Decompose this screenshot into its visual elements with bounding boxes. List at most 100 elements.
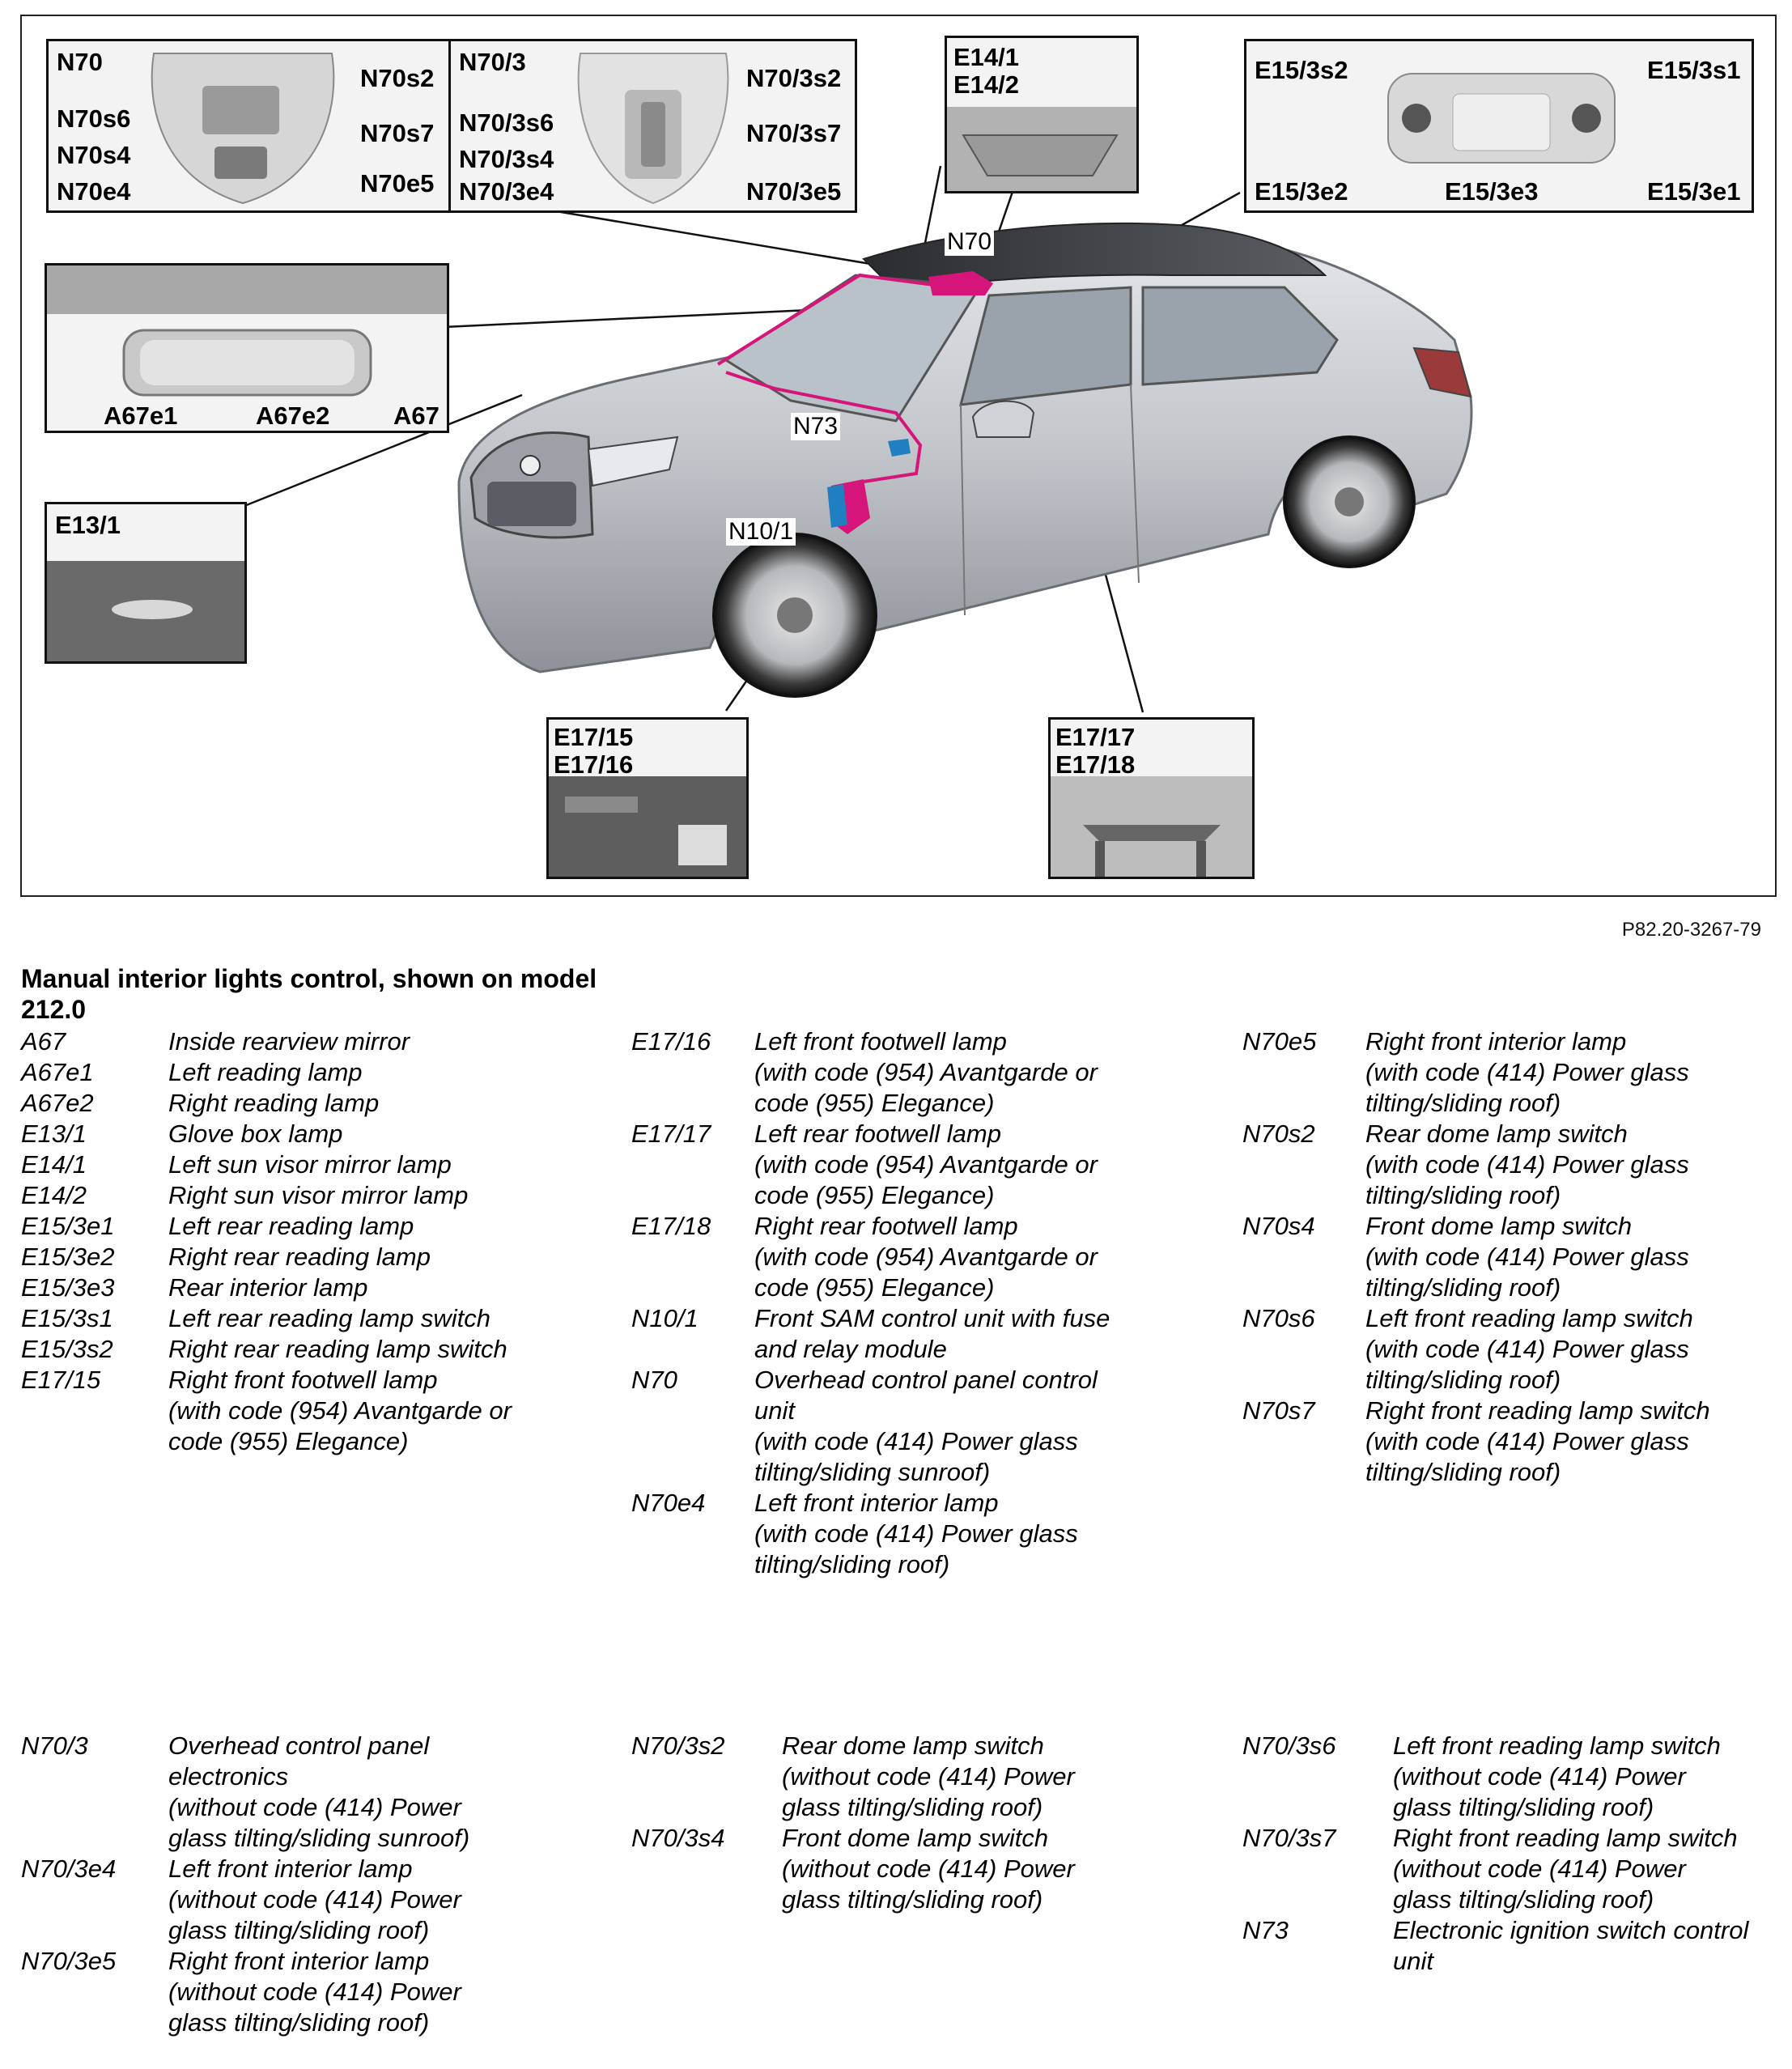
legend-description: Right sun visor mirror lamp bbox=[168, 1180, 468, 1211]
label-n70s6: N70s6 bbox=[57, 106, 130, 131]
legend-description: Overhead control panel control unit (wit… bbox=[754, 1365, 1098, 1488]
legend-description: Left front reading lamp switch (with cod… bbox=[1365, 1303, 1693, 1396]
legend-description: Overhead control panel electronics (with… bbox=[168, 1731, 469, 1854]
legend-code: N70s4 bbox=[1242, 1211, 1365, 1303]
legend-code: A67 bbox=[21, 1026, 168, 1057]
legend-list: A67Inside rearview mirrorA67e1Left readi… bbox=[21, 1026, 588, 1457]
label-e15-3s2: E15/3s2 bbox=[1255, 57, 1348, 83]
legend-code: N70/3 bbox=[21, 1731, 168, 1854]
legend-code: N70/3s6 bbox=[1242, 1731, 1393, 1823]
legend-code: E14/2 bbox=[21, 1180, 168, 1211]
legend-entry: E17/17Left rear footwell lamp (with code… bbox=[631, 1119, 1198, 1211]
label-n70-3s7: N70/3s7 bbox=[746, 121, 841, 146]
legend-description: Rear dome lamp switch (with code (414) P… bbox=[1365, 1119, 1689, 1211]
label-n70s7: N70s7 bbox=[360, 121, 434, 146]
legend-code: N70e4 bbox=[631, 1488, 754, 1580]
legend-list: N70/3s6Left front reading lamp switch (w… bbox=[1242, 1731, 1785, 1977]
legend-entry: A67e2Right reading lamp bbox=[21, 1088, 588, 1119]
callout-n10-1: N10/1 bbox=[726, 518, 796, 546]
label-n70-3s2: N70/3s2 bbox=[746, 66, 841, 91]
legend-description: Right rear footwell lamp (with code (954… bbox=[754, 1211, 1098, 1303]
callout-n73: N73 bbox=[791, 413, 840, 440]
legend-entry: E14/2Right sun visor mirror lamp bbox=[21, 1180, 588, 1211]
legend-description: Right rear reading lamp bbox=[168, 1242, 431, 1272]
legend-code: N70/3s4 bbox=[631, 1823, 782, 1915]
label-n70s2: N70s2 bbox=[360, 66, 434, 91]
label-n70-3s6: N70/3s6 bbox=[459, 110, 554, 135]
legend-code: N70/3s7 bbox=[1242, 1823, 1393, 1915]
legend-description: Left rear reading lamp bbox=[168, 1211, 414, 1242]
legend-code: N70/3e4 bbox=[21, 1854, 168, 1946]
legend-description: Glove box lamp bbox=[168, 1119, 342, 1149]
label-e13-1: E13/1 bbox=[55, 512, 121, 537]
legend-description: Electronic ignition switch control unit bbox=[1393, 1915, 1748, 1977]
label-n70-3: N70/3 bbox=[459, 49, 526, 74]
inset-glove-box: E13/1 bbox=[45, 502, 247, 664]
legend-entry: E14/1Left sun visor mirror lamp bbox=[21, 1149, 588, 1180]
legend-list: N70/3s2Rear dome lamp switch (without co… bbox=[631, 1731, 1214, 1915]
inset-overhead-n70-3: N70/3 N70/3s2 N70/3s6 N70/3s7 N70/3s4 N7… bbox=[448, 39, 857, 213]
legend-description: Left rear footwell lamp (with code (954)… bbox=[754, 1119, 1098, 1211]
label-a67: A67 bbox=[393, 403, 440, 428]
legend-code: N70e5 bbox=[1242, 1026, 1365, 1119]
legend-code: N70s6 bbox=[1242, 1303, 1365, 1396]
legend-description: Left sun visor mirror lamp bbox=[168, 1149, 452, 1180]
legend-description: Front SAM control unit with fuse and rel… bbox=[754, 1303, 1110, 1365]
legend-entry: E17/16Left front footwell lamp (with cod… bbox=[631, 1026, 1198, 1119]
legend-description: Right front interior lamp (without code … bbox=[168, 1946, 461, 2038]
inset-overhead-n70: N70 N70s2 N70s6 N70s7 N70s4 N70e4 N70e5 bbox=[46, 39, 451, 213]
inset-front-footwell: E17/15 E17/16 bbox=[546, 717, 749, 879]
inset-rear-footwell: E17/17 E17/18 bbox=[1048, 717, 1255, 879]
legend-code: N70s2 bbox=[1242, 1119, 1365, 1211]
label-e15-3s1: E15/3s1 bbox=[1647, 57, 1741, 83]
legend-code: N70/3e5 bbox=[21, 1946, 168, 2038]
legend-description: Left front interior lamp (with code (414… bbox=[754, 1488, 1078, 1580]
label-e14-1: E14/1 bbox=[953, 45, 1019, 70]
legend-description: Left front footwell lamp (with code (954… bbox=[754, 1026, 1098, 1119]
legend-description: Right front reading lamp switch (with co… bbox=[1365, 1396, 1710, 1488]
label-n70-3e4: N70/3e4 bbox=[459, 179, 554, 204]
legend-entry: N70/3s7Right front reading lamp switch (… bbox=[1242, 1823, 1785, 1915]
label-n70s4: N70s4 bbox=[57, 142, 130, 168]
legend-column-2: E17/16Left front footwell lamp (with cod… bbox=[631, 1026, 1198, 1580]
inset-rear-reading-lamp: E15/3s2 E15/3s1 E15/3e2 E15/3e3 E15/3e1 bbox=[1244, 39, 1754, 213]
figure-reference: P82.20-3267-79 bbox=[1622, 919, 1761, 941]
legend-code: E17/18 bbox=[631, 1211, 754, 1303]
legend-code: E15/3e3 bbox=[21, 1272, 168, 1303]
label-n70e4: N70e4 bbox=[57, 179, 130, 204]
legend-column-4: N70/3Overhead control panel electronics … bbox=[21, 1731, 588, 2038]
legend-code: E17/15 bbox=[21, 1365, 168, 1457]
legend-description: Left front reading lamp switch (without … bbox=[1393, 1731, 1721, 1823]
callout-n70: N70 bbox=[945, 228, 994, 256]
legend-code: E15/3s1 bbox=[21, 1303, 168, 1334]
label-e17-17: E17/17 bbox=[1055, 724, 1135, 750]
legend-description: Right reading lamp bbox=[168, 1088, 379, 1119]
ignition-switch-highlight bbox=[888, 439, 911, 457]
legend-code: N73 bbox=[1242, 1915, 1393, 1977]
label-n70: N70 bbox=[57, 49, 103, 74]
label-n70e5: N70e5 bbox=[360, 171, 434, 196]
legend-entry: E13/1Glove box lamp bbox=[21, 1119, 588, 1149]
label-n70-3s4: N70/3s4 bbox=[459, 147, 554, 172]
legend-code: E14/1 bbox=[21, 1149, 168, 1180]
legend-code: E17/17 bbox=[631, 1119, 754, 1211]
